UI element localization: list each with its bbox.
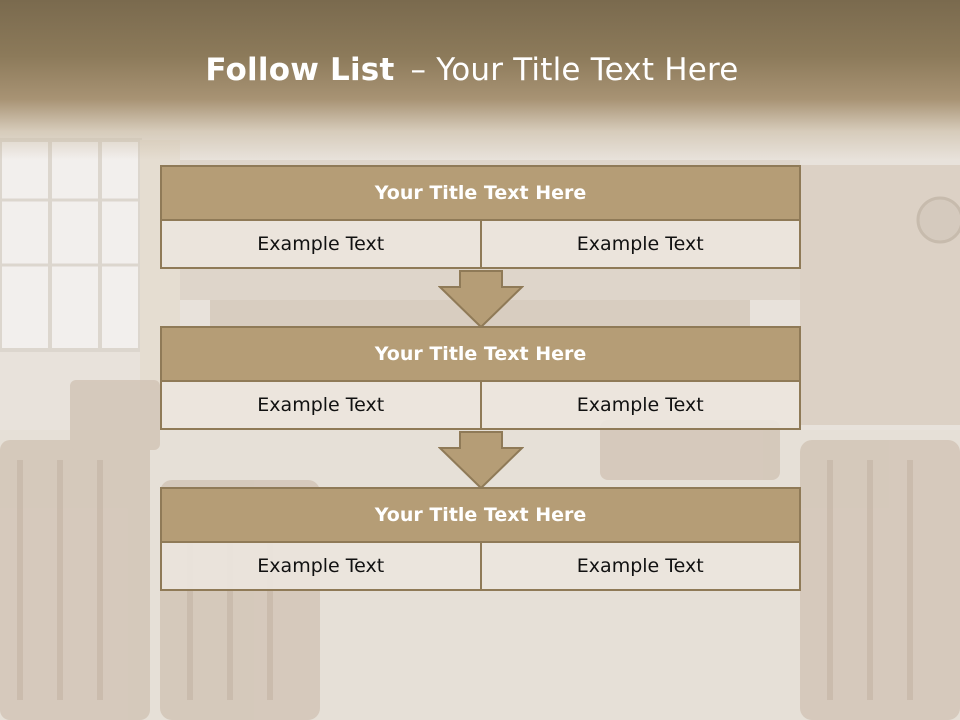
slide-title-dash: –: [410, 52, 427, 88]
block-cell-left: Example Text: [160, 543, 482, 591]
down-arrow-icon: [438, 270, 524, 328]
block-cell-left: Example Text: [160, 382, 482, 430]
list-block-1: Your Title Text Here Example Text Exampl…: [160, 165, 801, 269]
block-cell-right: Example Text: [481, 543, 801, 591]
title-band: [0, 0, 960, 160]
block-title: Your Title Text Here: [160, 487, 801, 543]
block-cells: Example Text Example Text: [160, 543, 801, 591]
block-cell-left: Example Text: [160, 221, 482, 269]
slide-title-rest: Your Title Text Here: [436, 52, 739, 88]
block-cell-right: Example Text: [481, 221, 801, 269]
block-cells: Example Text Example Text: [160, 382, 801, 430]
down-arrow-icon: [438, 431, 524, 489]
block-cells: Example Text Example Text: [160, 221, 801, 269]
block-title: Your Title Text Here: [160, 326, 801, 382]
block-cell-right: Example Text: [481, 382, 801, 430]
list-block-2: Your Title Text Here Example Text Exampl…: [160, 326, 801, 430]
list-block-3: Your Title Text Here Example Text Exampl…: [160, 487, 801, 591]
slide-title-bold: Follow List: [205, 52, 395, 88]
block-title: Your Title Text Here: [160, 165, 801, 221]
slide-title: Follow List–Your Title Text Here: [0, 52, 944, 88]
